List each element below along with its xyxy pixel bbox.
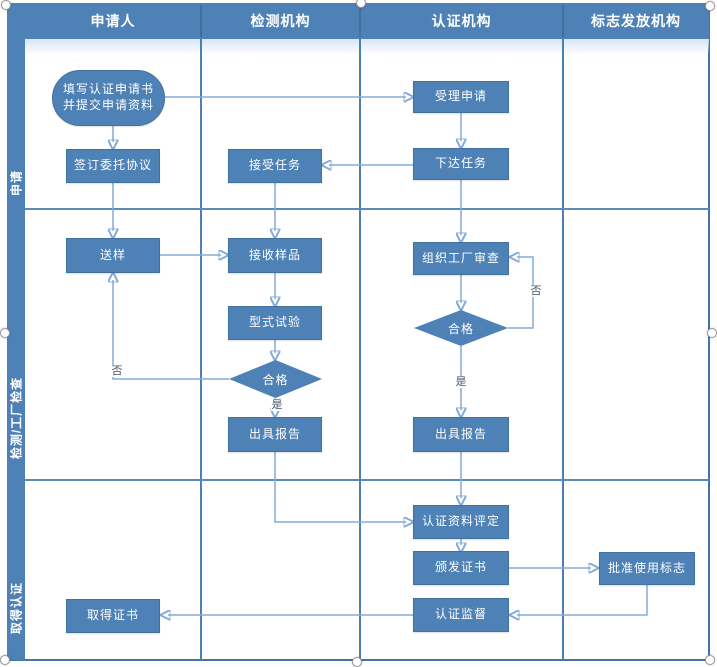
header-separator <box>200 5 202 37</box>
node-evaluate-certification-materials[interactable]: 认证资料评定 <box>413 505 509 539</box>
header-separator <box>562 5 564 37</box>
lane-divider-2 <box>359 39 361 660</box>
node-sign-agreement[interactable]: 签订委托协议 <box>66 149 160 183</box>
node-accept-task[interactable]: 接受任务 <box>228 149 322 183</box>
phase-divider-2 <box>25 479 709 481</box>
phase-label-obtain-certification[interactable]: 取得认证 <box>9 581 24 635</box>
lane-header-mark-issuing-agency[interactable]: 标志发放机构 <box>591 13 681 29</box>
lane-header-certification-agency[interactable]: 认证机构 <box>431 13 492 29</box>
branch-label-audit-no: 否 <box>529 285 543 297</box>
phase-label-testing-factory-inspection[interactable]: 检测/工厂检查 <box>9 376 24 460</box>
lane-header-band <box>25 3 709 39</box>
node-receive-sample[interactable]: 接收样品 <box>228 238 322 273</box>
selection-handle-top-left[interactable] <box>1 0 11 10</box>
node-type-test[interactable]: 型式试验 <box>228 306 322 340</box>
header-shading <box>25 39 709 55</box>
node-start-fill-application[interactable]: 填写认证申请书 并提交申请资料 <box>52 70 165 126</box>
phase-label-application[interactable]: 申请 <box>9 169 24 197</box>
header-separator <box>359 5 361 37</box>
selection-handle-top-right[interactable] <box>705 1 715 11</box>
node-send-sample[interactable]: 送样 <box>66 238 160 273</box>
node-assign-task[interactable]: 下达任务 <box>413 148 509 180</box>
node-organize-factory-audit[interactable]: 组织工厂审查 <box>413 242 509 275</box>
start-label-line2: 并提交申请资料 <box>62 98 154 112</box>
node-approve-mark-use[interactable]: 批准使用标志 <box>599 552 695 585</box>
lane-divider-1 <box>200 39 202 660</box>
branch-label-audit-yes: 是 <box>454 376 468 388</box>
node-obtain-certificate[interactable]: 取得证书 <box>66 599 160 633</box>
selection-handle-middle-right[interactable] <box>707 328 717 338</box>
branch-label-test-no: 否 <box>110 365 124 377</box>
phase-sidebar-band <box>7 3 25 660</box>
start-label-line1: 填写认证申请书 <box>62 82 154 97</box>
selection-handle-middle-left[interactable] <box>0 328 10 338</box>
node-issue-report-testing[interactable]: 出具报告 <box>228 417 322 452</box>
branch-label-test-yes: 是 <box>270 399 284 411</box>
selection-handle-top-center[interactable] <box>356 0 366 8</box>
phase-divider-1 <box>25 208 709 210</box>
selection-handle-bottom-left[interactable] <box>0 655 10 665</box>
selection-handle-bottom-center[interactable] <box>352 657 362 667</box>
node-issue-certificate[interactable]: 颁发证书 <box>413 551 509 585</box>
node-accept-application[interactable]: 受理申请 <box>413 81 509 113</box>
lane-header-applicant[interactable]: 申请人 <box>90 13 136 29</box>
lane-divider-3 <box>562 39 564 660</box>
node-issue-report-certification[interactable]: 出具报告 <box>413 417 509 452</box>
selection-handle-bottom-right[interactable] <box>705 655 715 665</box>
lane-header-testing-agency[interactable]: 检测机构 <box>250 13 311 29</box>
node-certification-supervision[interactable]: 认证监督 <box>413 598 509 632</box>
